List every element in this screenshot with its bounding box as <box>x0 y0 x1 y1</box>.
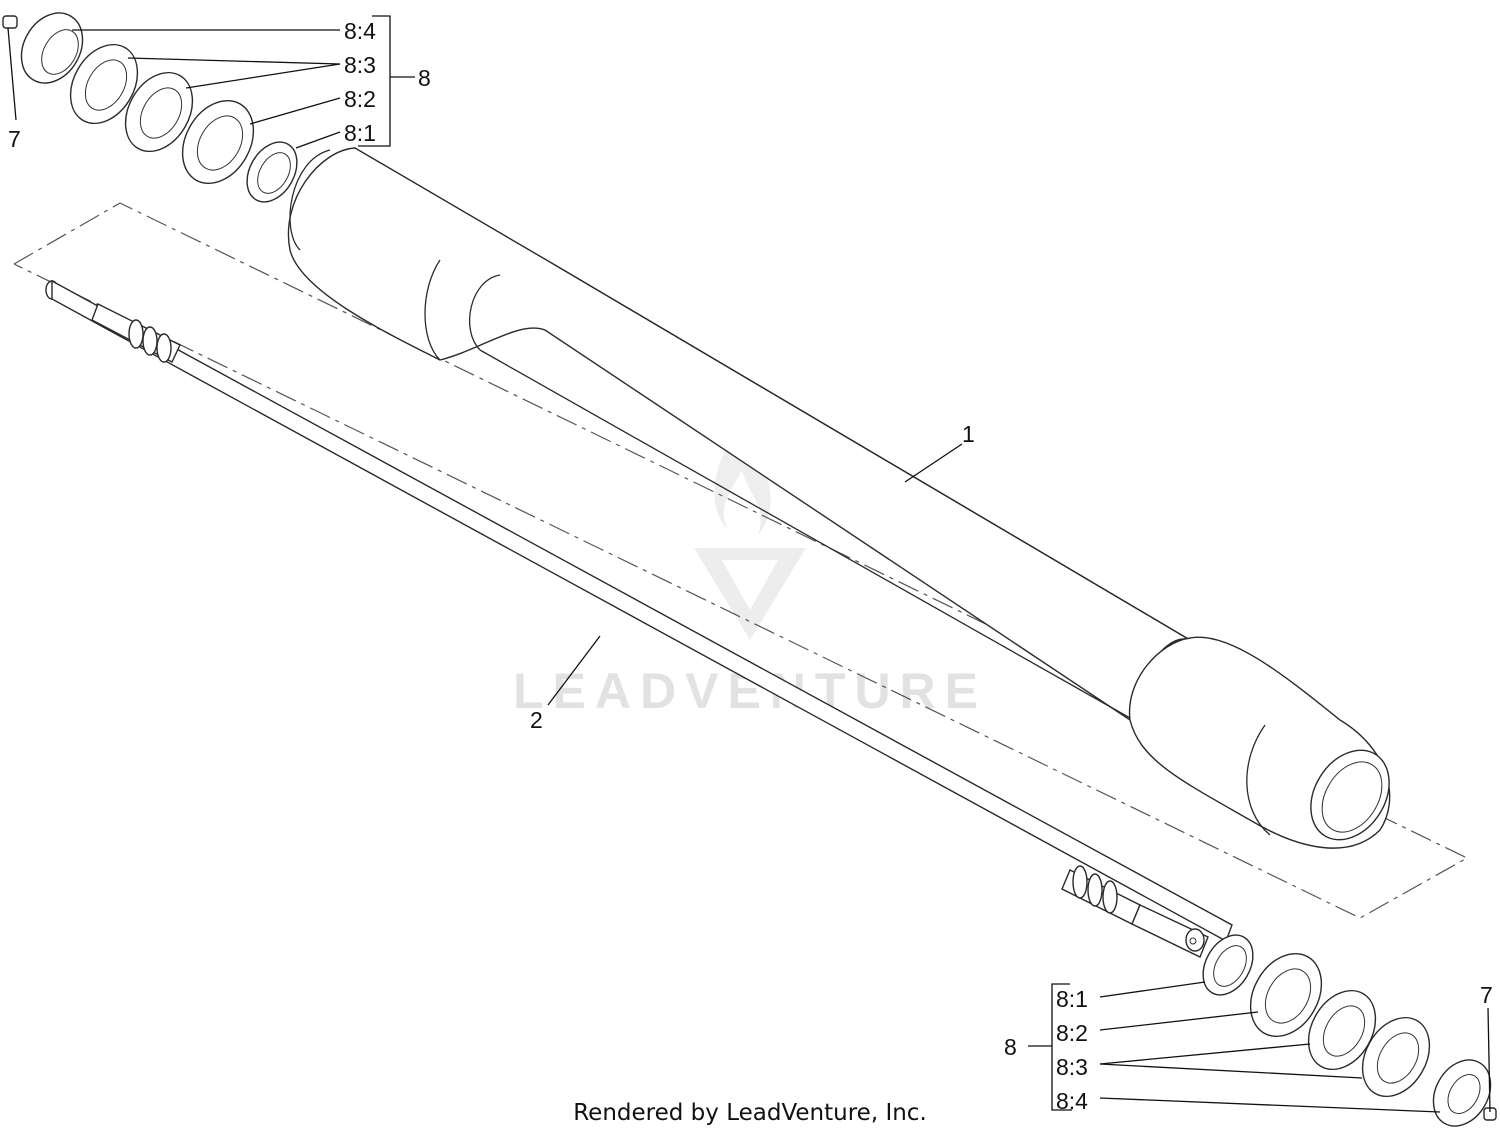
footer-credit: Rendered by LeadVenture, Inc. <box>573 1100 927 1126</box>
callout-bearing-kit-top: 8 <box>418 65 431 91</box>
shaft-part <box>45 279 1233 958</box>
callout-roller: 1 <box>962 421 975 447</box>
callout-labels: 8:4 8:3 8:2 8:1 8 7 1 2 8:1 8:2 8:3 8:4 … <box>8 18 1493 1114</box>
leader-lines <box>7 15 1491 1113</box>
callout-top-8-3: 8:3 <box>344 52 376 78</box>
top-kit-parts <box>2 12 298 203</box>
callout-bearing-kit-bottom: 8 <box>1004 1034 1017 1060</box>
assembly-centerline <box>13 202 1469 919</box>
callout-top-8-4: 8:4 <box>344 18 376 44</box>
grease-fitting-top-part <box>2 15 18 29</box>
bottom-kit-parts <box>1202 934 1497 1127</box>
callout-grease-fitting-top: 7 <box>8 126 21 152</box>
v-logo-icon <box>694 548 806 640</box>
callout-bottom-8-3: 8:3 <box>1056 1054 1088 1080</box>
callout-grease-fitting-bottom: 7 <box>1480 982 1493 1008</box>
callout-top-8-1: 8:1 <box>344 120 376 146</box>
callout-bottom-8-2: 8:2 <box>1056 1020 1088 1046</box>
callout-shaft: 2 <box>530 707 543 733</box>
roller-part <box>287 147 1391 849</box>
callout-bottom-8-1: 8:1 <box>1056 986 1088 1012</box>
callout-bottom-8-4: 8:4 <box>1056 1088 1088 1114</box>
callout-top-8-2: 8:2 <box>344 86 376 112</box>
